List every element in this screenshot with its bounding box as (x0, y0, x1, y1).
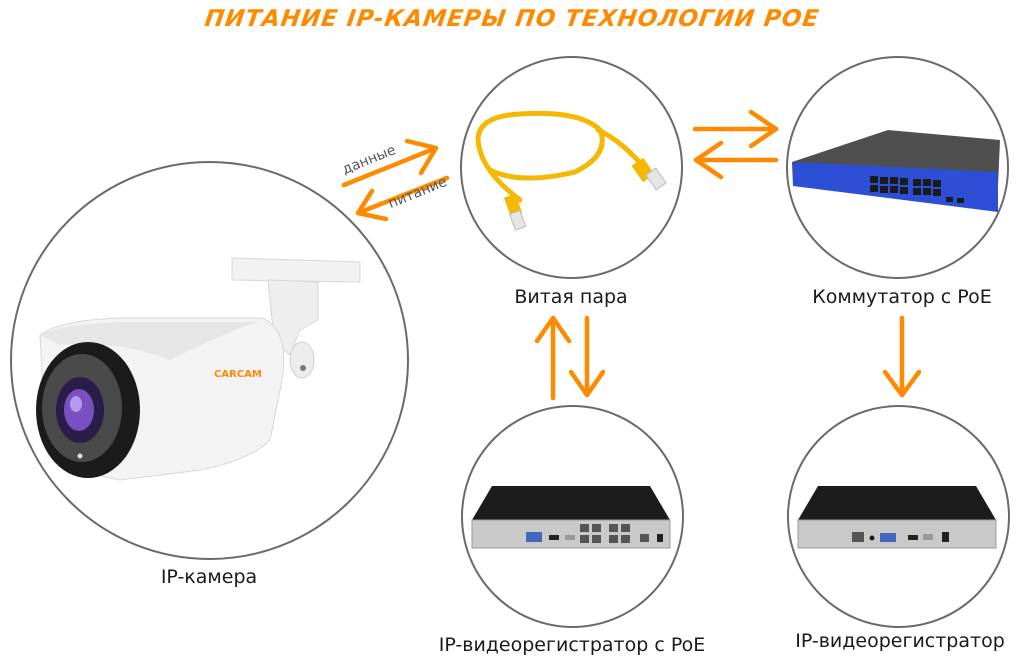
nvr-icon (797, 486, 997, 549)
arrow-power-to-camera (355, 175, 450, 222)
arrow-nvr-poe-to-cable (534, 315, 572, 401)
arrow-data-to-cable (341, 138, 439, 188)
cable-label: Витая пара (514, 286, 628, 308)
nvr-poe-icon (471, 486, 671, 549)
arrow-cable-to-nvr-poe (568, 315, 606, 398)
arrow-cable-to-switch (692, 109, 779, 149)
ethernet-cable-icon (475, 110, 667, 231)
camera-label: IP-камера (160, 566, 258, 588)
nvr-poe-label: IP-видеорегистратор с PoE (438, 634, 706, 656)
camera-brand: CARCAM (214, 369, 262, 380)
bullet-camera-icon: CARCAM (36, 257, 361, 481)
arrow-switch-to-cable (693, 140, 779, 180)
poe-switch-icon (792, 130, 1000, 212)
switch-label: Коммутатор с PoE (812, 286, 992, 308)
nvr-label: IP-видеорегистратор (795, 630, 1005, 652)
arrow-switch-to-nvr (882, 315, 922, 398)
